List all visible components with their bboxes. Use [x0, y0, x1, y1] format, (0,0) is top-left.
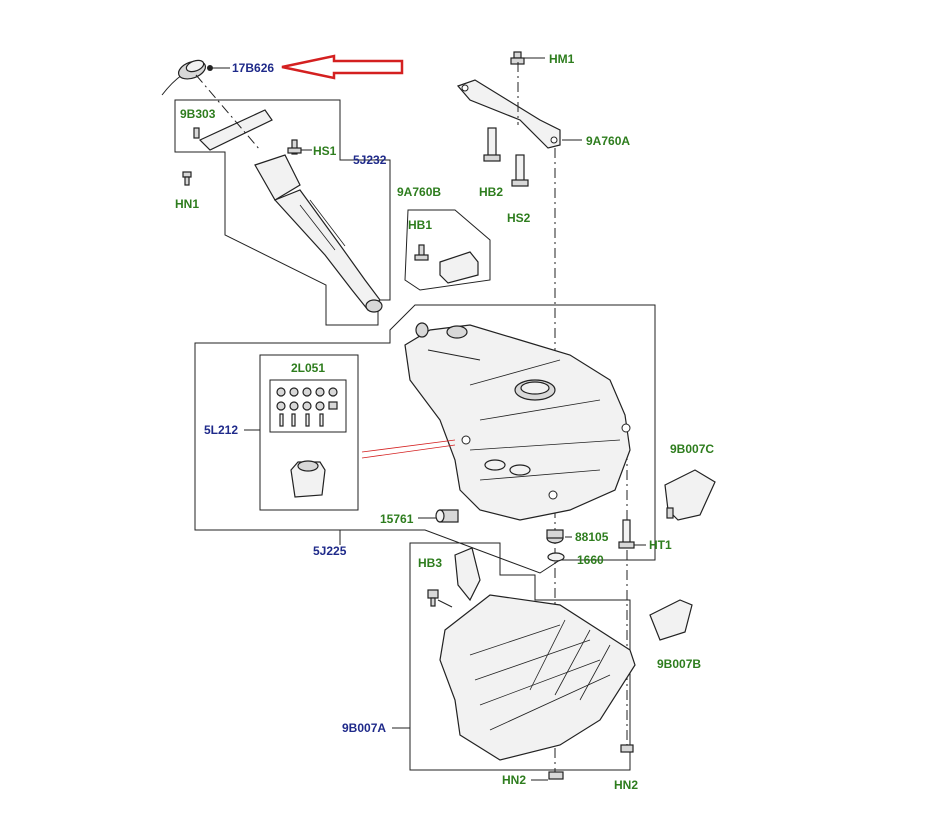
bracket-9b303-fastener — [193, 127, 200, 139]
frame-9a760b — [404, 209, 491, 291]
label-9b007a: 9B007A — [342, 721, 386, 735]
label-hb3: HB3 — [418, 556, 442, 570]
label-2l051: 2L051 — [291, 361, 325, 375]
seal-kit-2l051-part — [276, 387, 338, 427]
sender-unit-part — [290, 460, 326, 498]
seal-kit-frame — [269, 379, 347, 433]
filler-neck-part — [198, 109, 383, 313]
label-1660: 1660 — [577, 553, 604, 567]
strap-bracket-part — [456, 79, 561, 149]
bracket-9a760b-part — [414, 244, 479, 284]
bolt-hb3 — [427, 589, 439, 607]
bolt-ht1 — [618, 519, 635, 549]
connector-15761 — [435, 509, 459, 523]
label-9a760b: 9A760B — [397, 185, 441, 199]
bolt-hs1 — [287, 139, 302, 155]
insulator-88105 — [546, 529, 564, 544]
label-5l212: 5L212 — [204, 423, 238, 437]
label-hn1: HN1 — [175, 197, 199, 211]
label-9b007b: 9B007B — [657, 657, 701, 671]
highlight-arrow — [281, 54, 404, 80]
bolt-hb2 — [483, 127, 501, 162]
label-hm1: HM1 — [549, 52, 575, 66]
red-pointer-line-1 — [361, 439, 456, 453]
label-hn2-right: HN2 — [614, 778, 638, 792]
label-15761: 15761 — [380, 512, 414, 526]
underbody-shield-frame — [409, 542, 631, 771]
sender-unit-frame — [259, 354, 359, 511]
label-9a760a: 9A760A — [586, 134, 630, 148]
label-ht1: HT1 — [649, 538, 672, 552]
axis-line-cap — [195, 74, 261, 151]
heat-shield-9b007c — [664, 469, 716, 521]
fuel-tank-part — [404, 322, 631, 521]
fuel-tank-frame — [194, 304, 656, 574]
label-17b626: 17B626 — [232, 61, 274, 75]
label-hb2: HB2 — [479, 185, 503, 199]
nut-hn2-left — [548, 771, 564, 780]
label-hn2-left: HN2 — [502, 773, 526, 787]
nut-hn1 — [182, 171, 192, 186]
label-5j232: 5J232 — [353, 153, 387, 167]
heat-shield-9b007b — [649, 599, 693, 641]
label-5j225: 5J225 — [313, 544, 347, 558]
label-hb1: HB1 — [408, 218, 432, 232]
washer-1660 — [547, 552, 565, 562]
label-9b303: 9B303 — [180, 107, 216, 121]
nut-hn2-right — [620, 744, 634, 753]
filler-cap-part — [161, 59, 213, 96]
leader-hb3 — [437, 599, 453, 608]
red-pointer-line-2 — [361, 444, 456, 459]
label-9b007c: 9B007C — [670, 442, 714, 456]
label-hs2: HS2 — [507, 211, 531, 225]
label-hs1: HS1 — [313, 144, 337, 158]
label-88105: 88105 — [575, 530, 609, 544]
bolt-hs2 — [511, 154, 529, 187]
underbody-shield-part — [439, 547, 636, 761]
